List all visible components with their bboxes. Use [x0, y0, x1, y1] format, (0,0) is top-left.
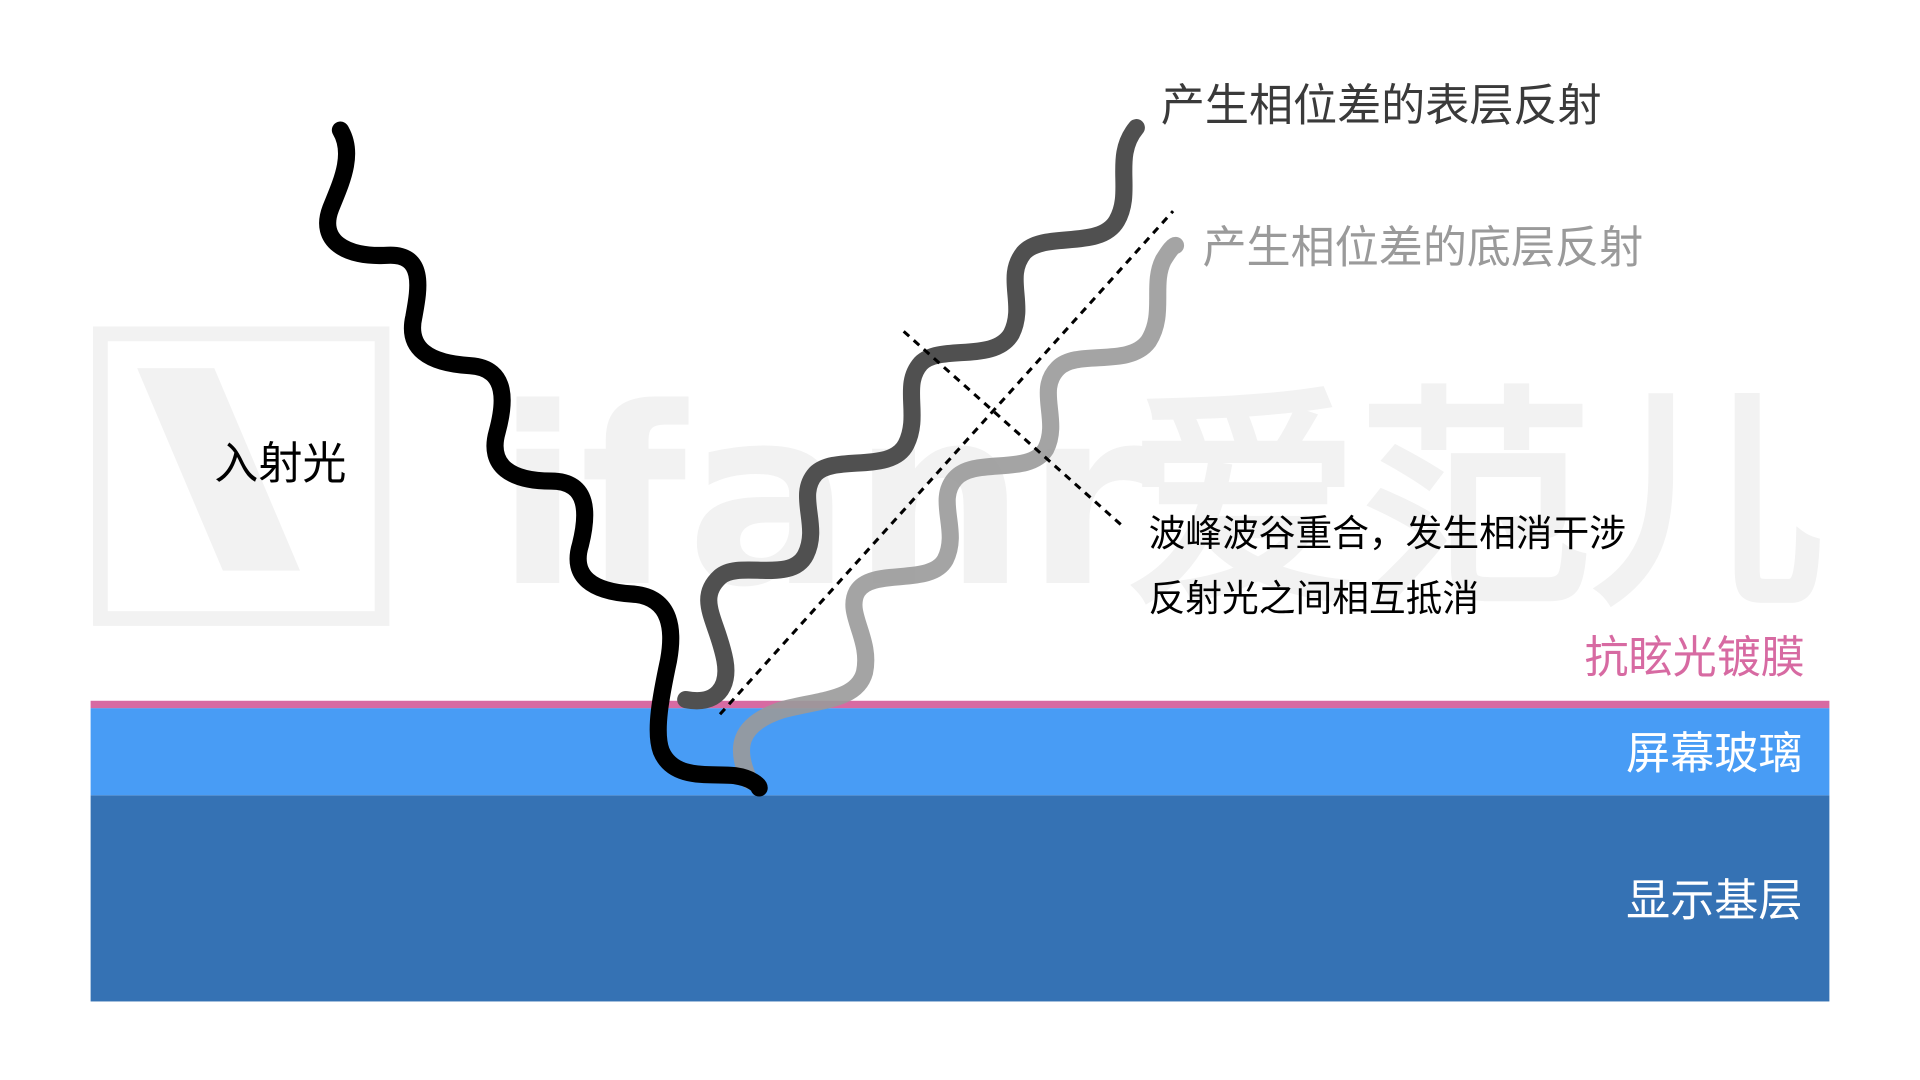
interference-annotation-line2: 反射光之间相互抵消 [1149, 577, 1480, 620]
ifanr-watermark [93, 326, 390, 626]
watermark-logo-box [93, 326, 390, 626]
anti-glare-coating-label: 抗眩光镀膜 [1585, 633, 1805, 684]
reflection-axis-dotted-line [718, 210, 1175, 716]
incident-light-label: 入射光 [214, 439, 346, 490]
surface-reflection-label: 产生相位差的表层反射 [1161, 80, 1602, 131]
bottom-reflection-label: 产生相位差的底层反射 [1202, 223, 1643, 274]
display-base-layer [90, 795, 1830, 1002]
screen-glass-label: 屏幕玻璃 [1626, 728, 1802, 779]
watermark-cn: 爱范儿 [1127, 367, 1825, 638]
display-base-label: 显示基层 [1626, 876, 1802, 927]
screen-glass-layer [90, 708, 1830, 796]
watermark-logo-slash [137, 368, 300, 571]
wavefront-dotted-line [902, 330, 1123, 527]
bottom-reflection-wave [732, 236, 1185, 790]
incident-light-wave [319, 121, 768, 797]
interference-annotation-line1: 波峰波谷重合，发生相消干涉 [1149, 512, 1626, 555]
surface-reflection-wave [677, 119, 1145, 710]
anti-glare-coating-layer [90, 700, 1830, 709]
